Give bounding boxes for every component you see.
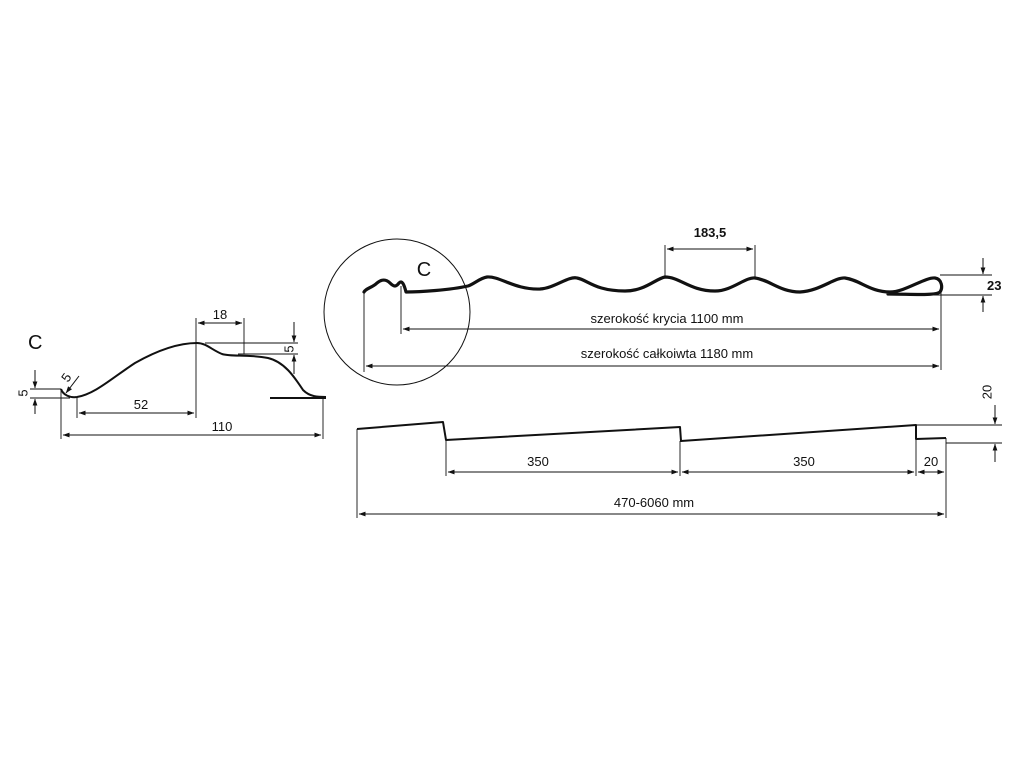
dim-5-right-label: 5 xyxy=(281,345,296,352)
wave-pitch-label: 183,5 xyxy=(694,225,727,240)
detail-c: C 18 5 5 5 52 110 xyxy=(15,307,327,439)
end-20-label: 20 xyxy=(924,454,938,469)
detail-profile xyxy=(60,342,327,399)
dim-110-label: 110 xyxy=(212,419,233,434)
height-label: 23 xyxy=(987,278,1001,293)
detail-label: C xyxy=(28,332,42,354)
height-20-label: 20 xyxy=(979,385,994,399)
detail-circle xyxy=(323,238,471,386)
coverage-width-label: szerokość krycia 1100 mm xyxy=(591,311,744,326)
cross-section: C 183,5 23 szerokość krycia 1100 mm szer… xyxy=(323,225,1001,386)
side-view: 350 350 20 20 470-6060 mm xyxy=(356,385,1002,518)
dim-52-label: 52 xyxy=(134,397,148,412)
total-width-label: szerokość całkoiwta 1180 mm xyxy=(581,346,753,361)
cross-section-label: C xyxy=(417,259,431,281)
dim-5-left-label: 5 xyxy=(15,389,30,396)
dim-18-label: 18 xyxy=(213,307,227,322)
step-2-label: 350 xyxy=(793,454,815,469)
length-label: 470-6060 mm xyxy=(614,495,694,510)
dim-5-radius-label: 5 xyxy=(58,370,74,385)
sheet-profile xyxy=(362,275,944,297)
radius-leader xyxy=(65,375,80,394)
step-1-label: 350 xyxy=(527,454,549,469)
side-profile xyxy=(356,421,947,442)
